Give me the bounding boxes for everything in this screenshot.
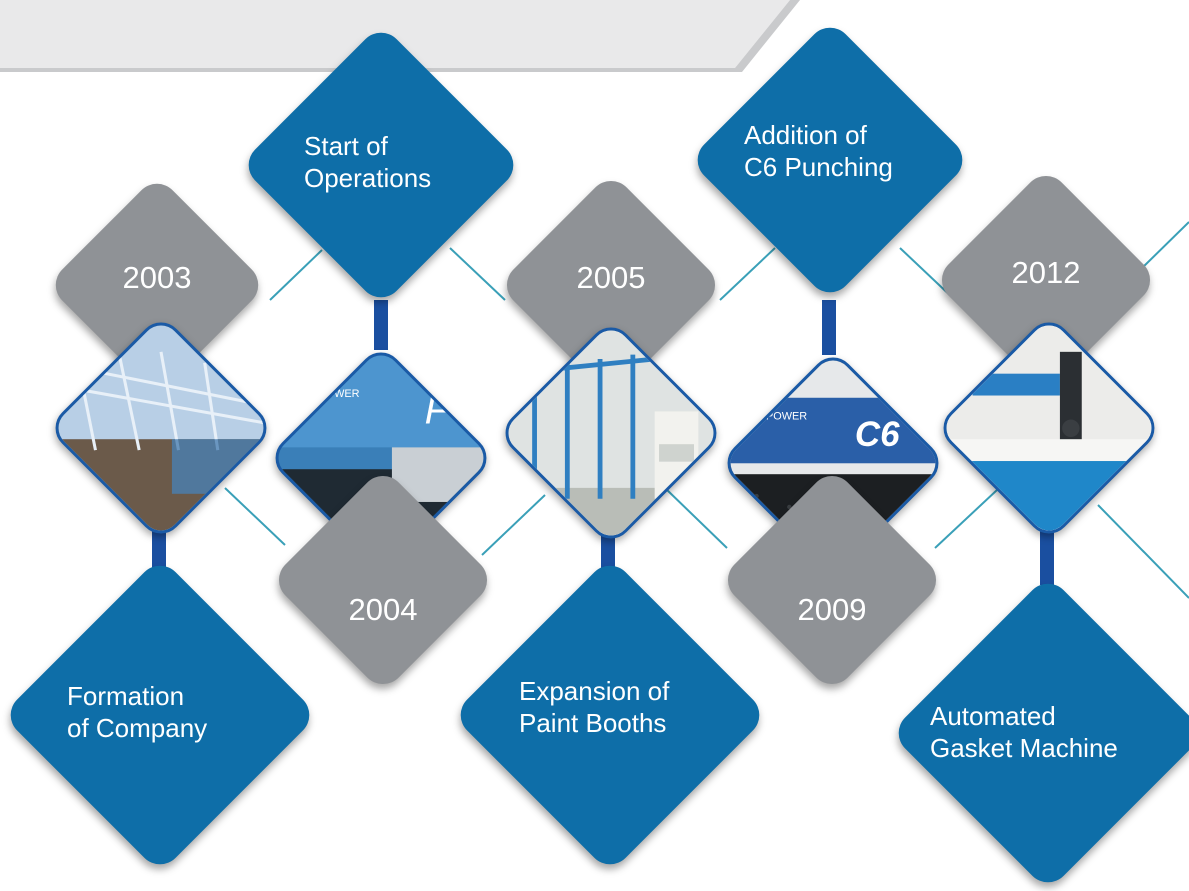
event-line-1: Automated	[930, 701, 1056, 731]
event-line-1: Addition of	[744, 120, 867, 150]
year-label: 2009	[797, 592, 867, 627]
event-line-1: Start of	[304, 131, 388, 161]
event-line-2: Gasket Machine	[930, 733, 1118, 763]
year-label: 2004	[348, 592, 418, 627]
event-line-2: of Company	[67, 713, 208, 743]
event-line-2: Operations	[304, 163, 432, 193]
year-label: 2005	[576, 260, 646, 295]
year-label: 2003	[122, 260, 192, 295]
event-line-2: C6 Punching	[744, 152, 893, 182]
event-line-1: Formation	[67, 681, 185, 711]
event-line-2: Paint Booths	[519, 708, 667, 738]
header-banner	[0, 0, 800, 72]
year-label: 2012	[1011, 255, 1081, 290]
c6-mark-text: C6	[855, 415, 900, 454]
event-line-1: Expansion of	[519, 676, 670, 706]
